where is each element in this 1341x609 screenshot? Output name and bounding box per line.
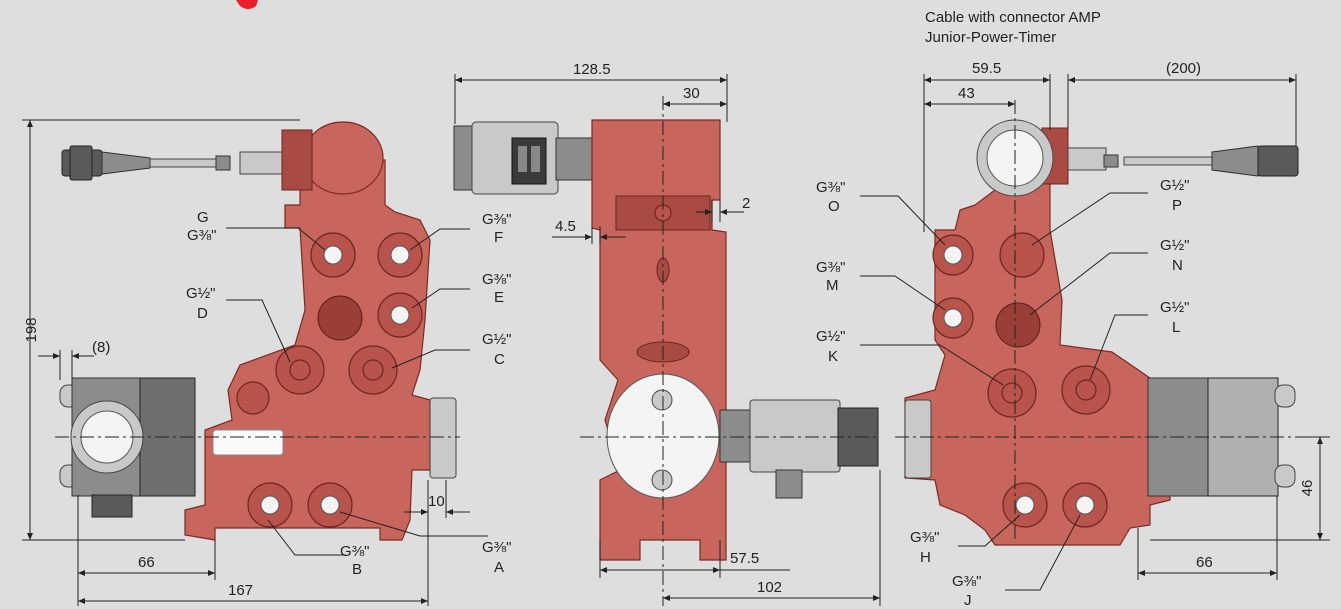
dim-59-5: 59.5 <box>972 60 1001 77</box>
dim-66-left: 66 <box>138 554 155 571</box>
dim-128-5: 128.5 <box>573 61 611 78</box>
left-dimensions: 198 (8) 10 66 167 <box>22 119 470 606</box>
dim-8: (8) <box>92 339 110 356</box>
port-label-A-thread: G⅜" <box>482 539 512 556</box>
port-label-P-thread: G½" <box>1160 177 1190 194</box>
left-ports <box>236 232 457 528</box>
dim-102: 102 <box>757 579 782 596</box>
middle-dimensions: 128.5 30 2 4.5 57.5 102 <box>454 61 881 606</box>
dim-10: 10 <box>428 493 445 510</box>
port-label-O-thread: G⅜" <box>816 179 846 196</box>
dim-167: 167 <box>228 582 253 599</box>
dim-57-5: 57.5 <box>730 550 759 567</box>
port-label-D-id: D <box>197 305 208 322</box>
port-label-L-thread: G½" <box>1160 299 1190 316</box>
port-label-C-id: C <box>494 351 505 368</box>
port-label-F-id: F <box>494 229 503 246</box>
right-dimensions: 59.5 43 (200) 46 66 <box>923 60 1330 580</box>
dim-2: 2 <box>742 195 750 212</box>
middle-view <box>453 96 880 606</box>
right-port-leaders <box>860 192 1148 591</box>
right-valve-body <box>904 174 1216 546</box>
dim-30: 30 <box>683 85 700 102</box>
dim-198: 198 <box>23 317 40 342</box>
port-label-K-id: K <box>828 348 838 365</box>
dim-4-5: 4.5 <box>555 218 576 235</box>
port-label-K-thread: G½" <box>816 328 846 345</box>
port-label-H-thread: G⅜" <box>910 529 940 546</box>
port-label-E-thread: G⅜" <box>482 271 512 288</box>
port-label-H-id: H <box>920 549 931 566</box>
dim-200: (200) <box>1166 60 1201 77</box>
dim-66-right: 66 <box>1196 554 1213 571</box>
left-cable-connector <box>61 145 283 181</box>
dim-43: 43 <box>958 85 975 102</box>
middle-connector <box>453 121 593 195</box>
port-label-J-thread: G⅜" <box>952 573 982 590</box>
right-cable-connector <box>1067 145 1299 177</box>
left-cap-plug <box>281 129 313 191</box>
dim-46: 46 <box>1299 480 1316 497</box>
left-view <box>55 121 460 541</box>
left-port-leaders <box>226 227 488 556</box>
port-label-E-id: E <box>494 289 504 306</box>
middle-solenoid <box>606 373 879 499</box>
port-label-B-id: B <box>352 561 362 578</box>
port-label-N-thread: G½" <box>1160 237 1190 254</box>
title-red-fragment <box>236 0 258 9</box>
cable-caption-line1: Cable with connector AMP <box>925 9 1101 26</box>
port-label-O-id: O <box>828 198 840 215</box>
port-label-L-id: L <box>1172 319 1180 336</box>
port-label-G-thread: G⅜" <box>187 227 217 244</box>
port-label-J-id: J <box>964 592 972 609</box>
port-label-G-id: G <box>197 209 209 226</box>
port-label-N-id: N <box>1172 257 1183 274</box>
cable-caption-line2: Junior-Power-Timer <box>925 29 1056 46</box>
right-port-labels: G⅜" O G⅜" M G½" K G½" P G½" N G½" L G⅜" … <box>816 177 1190 609</box>
port-label-P-id: P <box>1172 197 1182 214</box>
port-label-B-thread: G⅜" <box>340 543 370 560</box>
port-label-A-id: A <box>494 559 504 576</box>
left-port-labels: G G⅜" G½" D G⅜" F G⅜" E G½" C G⅜" B G⅜" … <box>186 209 512 578</box>
port-label-M-id: M <box>826 277 839 294</box>
port-label-C-thread: G½" <box>482 331 512 348</box>
port-label-M-thread: G⅜" <box>816 259 846 276</box>
port-label-F-thread: G⅜" <box>482 211 512 228</box>
port-label-D-thread: G½" <box>186 285 216 302</box>
left-top-cap <box>302 121 384 195</box>
